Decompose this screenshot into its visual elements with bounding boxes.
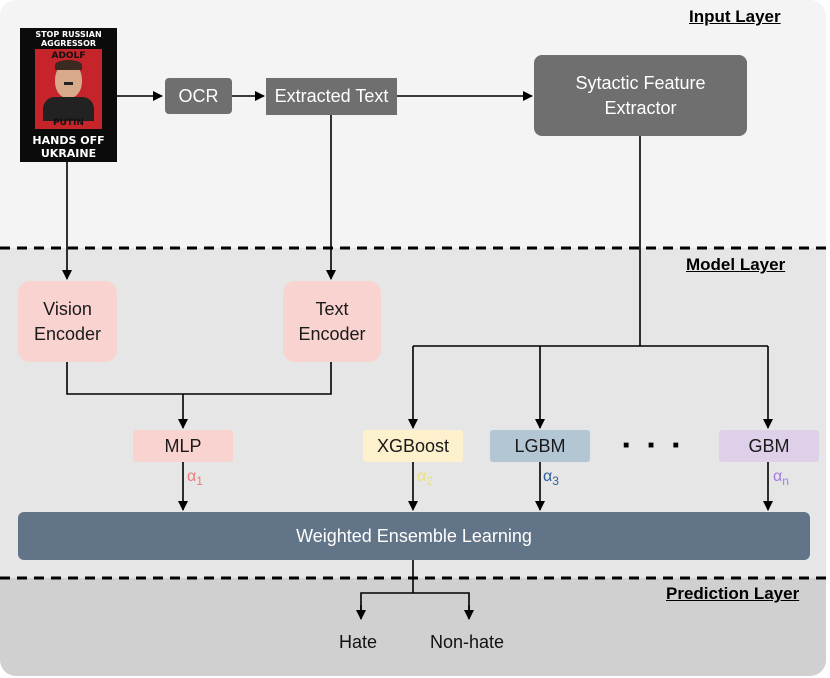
mlp-node: MLP — [133, 430, 233, 462]
prediction-layer-title: Prediction Layer — [666, 584, 800, 603]
weight-alpha-1: α1 — [187, 468, 203, 489]
weighted-ensemble-learning-node: Weighted Ensemble Learning — [18, 512, 810, 560]
poster-line-3: HANDS OFF — [32, 134, 105, 147]
poster-portrait: ADOLF PUTIN — [35, 49, 102, 129]
meme-image: STOP RUSSIAN AGGRESSOR ADOLF PUTIN HANDS… — [20, 28, 117, 162]
weight-alpha-n: αn — [773, 468, 789, 489]
syntactic-feature-extractor-node: Sytactic Feature Extractor — [534, 55, 747, 136]
gbm-node: GBM — [719, 430, 819, 462]
hate-output: Hate — [339, 632, 378, 652]
portrait-suit — [43, 97, 94, 121]
input-layer-title: Input Layer — [689, 7, 781, 26]
poster-name-1: ADOLF — [51, 51, 86, 61]
non-hate-output: Non-hate — [430, 632, 505, 652]
poster-line-4: UKRAINE — [40, 147, 97, 160]
portrait-hair — [55, 60, 82, 70]
xgboost-node: XGBoost — [363, 430, 463, 462]
portrait-moustache — [64, 82, 73, 85]
poster-line-1: STOP RUSSIAN — [35, 30, 102, 39]
weight-alpha-3: α3 — [543, 468, 559, 489]
lgbm-node: LGBM — [490, 430, 590, 462]
ocr-node: OCR — [165, 78, 232, 114]
more-models-ellipsis: ■ ■ ■ — [623, 440, 687, 452]
prediction-layer-band — [0, 578, 826, 676]
weight-alpha-2: α2 — [417, 468, 433, 489]
vision-encoder-node: Vision Encoder — [18, 281, 117, 362]
poster-name-2: PUTIN — [53, 118, 84, 128]
text-encoder-node: Text Encoder — [283, 281, 381, 362]
extracted-text-node: Extracted Text — [266, 78, 397, 115]
poster-line-2: AGGRESSOR — [40, 39, 97, 48]
model-layer-title: Model Layer — [686, 255, 786, 274]
